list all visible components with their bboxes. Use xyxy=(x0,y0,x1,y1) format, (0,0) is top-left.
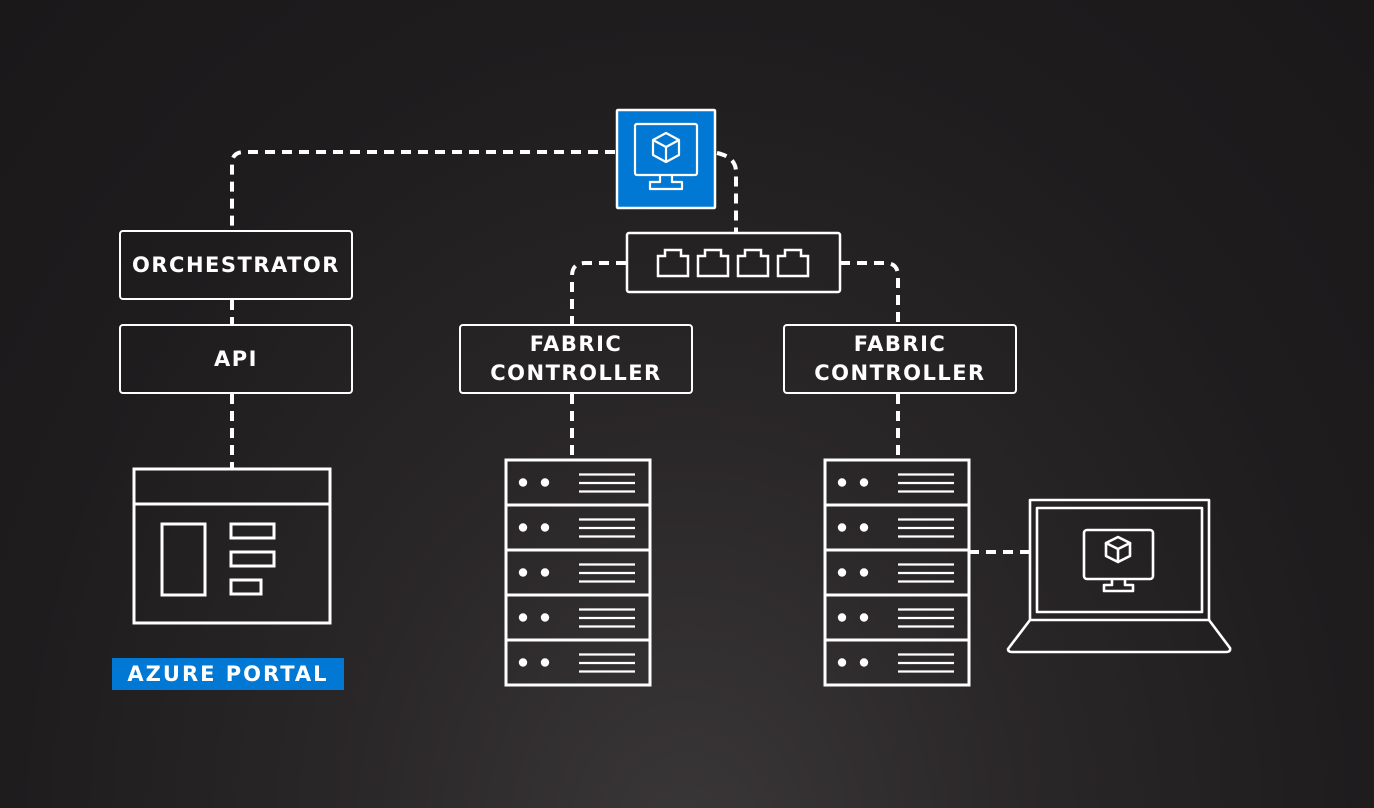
rack-led xyxy=(859,478,869,487)
fabric-controller-right-line1: FABRIC xyxy=(853,332,947,356)
rack-led xyxy=(518,568,528,577)
fabric-controller-right-line2: CONTROLLER xyxy=(814,361,986,385)
api-label: API xyxy=(214,346,258,371)
connector-switch-fc-right xyxy=(840,261,900,324)
api-box: API xyxy=(119,324,353,394)
rack-led xyxy=(859,658,869,667)
portal-window-icon xyxy=(132,467,332,625)
server-rack-left xyxy=(504,458,652,687)
rack-frame xyxy=(823,458,971,687)
switch-port-icon xyxy=(656,248,690,278)
switch-port-icon xyxy=(736,248,770,278)
connector-vm-switch xyxy=(716,151,738,233)
rack-led xyxy=(518,613,528,622)
rack-led xyxy=(540,523,550,532)
rack-led xyxy=(540,478,550,487)
fabric-controller-left-box: FABRIC CONTROLLER xyxy=(459,324,693,394)
rack-led xyxy=(837,658,847,667)
rack-led xyxy=(518,658,528,667)
rack-led xyxy=(540,613,550,622)
network-switch xyxy=(625,231,842,294)
rack-led xyxy=(859,613,869,622)
switch-port-icon xyxy=(696,248,730,278)
rack-led xyxy=(859,568,869,577)
connectors xyxy=(230,150,1030,554)
vm-monitor-cube-icon xyxy=(633,122,699,191)
switch-ports-icon xyxy=(656,248,810,278)
rack-led xyxy=(837,523,847,532)
fabric-controller-left-line1: FABRIC xyxy=(529,332,623,356)
server-rack-right xyxy=(823,458,971,687)
connector-switch-fc-left xyxy=(570,261,626,324)
fabric-controller-left-line2: CONTROLLER xyxy=(490,361,662,385)
rack-frame xyxy=(504,458,652,687)
rack-led xyxy=(837,478,847,487)
rack-led xyxy=(540,568,550,577)
orchestrator-box: ORCHESTRATOR xyxy=(119,230,353,300)
connector-vm-orchestrator xyxy=(230,150,615,230)
rack-led xyxy=(837,568,847,577)
rack-led xyxy=(837,613,847,622)
rack-led xyxy=(518,478,528,487)
rack-led xyxy=(540,658,550,667)
orchestrator-label: ORCHESTRATOR xyxy=(132,252,340,277)
rack-led xyxy=(859,523,869,532)
fabric-controller-right-box: FABRIC CONTROLLER xyxy=(783,324,1017,394)
vm-node xyxy=(615,108,717,210)
switch-port-icon xyxy=(776,248,810,278)
azure-portal-label: AZURE PORTAL xyxy=(112,658,344,690)
azure-portal-text: AZURE PORTAL xyxy=(127,662,329,686)
laptop-vm-icon xyxy=(1006,498,1232,654)
rack-led xyxy=(518,523,528,532)
